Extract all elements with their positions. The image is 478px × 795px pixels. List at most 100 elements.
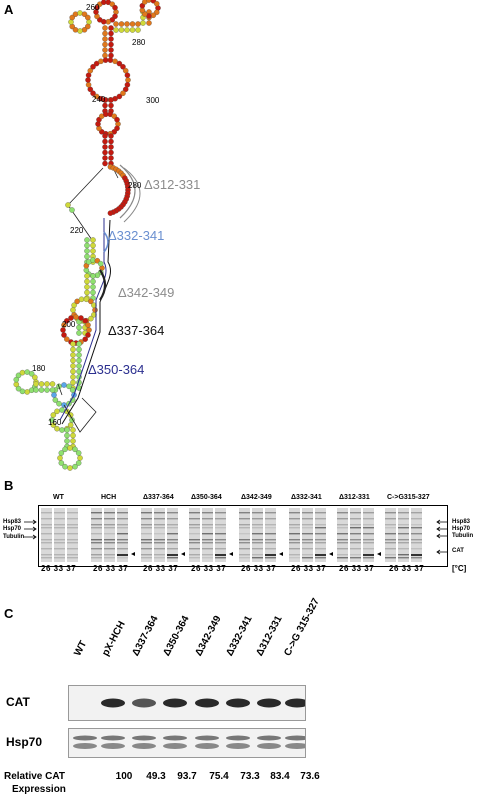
gel-band <box>265 557 276 559</box>
gel-band <box>337 557 348 559</box>
marker-right-hsp83: Hsp83 <box>452 519 471 525</box>
gel-band <box>41 542 52 544</box>
nucleotide <box>44 381 50 387</box>
gel-band <box>141 533 152 535</box>
nucleotide <box>78 296 85 303</box>
gel-temps-d312-331: 26 33 37 <box>339 564 375 573</box>
gel-band <box>117 524 128 526</box>
nucleotide <box>90 278 96 285</box>
nucleotide <box>98 58 104 65</box>
gel-band <box>350 539 361 541</box>
gel-band <box>252 524 263 526</box>
gel-band <box>385 539 396 541</box>
nucleotide <box>76 330 82 336</box>
bracket-d350-364 <box>59 218 107 421</box>
nucleotide <box>84 278 90 285</box>
nucleotide <box>112 4 118 11</box>
nucleotide <box>125 77 131 83</box>
relative-value-d342-349: 75.4 <box>209 771 229 782</box>
nucleotide <box>120 63 126 70</box>
nucleotide <box>82 318 88 324</box>
nucleotide <box>72 27 79 33</box>
nucleotide <box>51 392 57 398</box>
nucleotide <box>84 248 90 254</box>
gel-band <box>315 518 326 520</box>
nucleotide <box>91 312 97 318</box>
nucleotide <box>66 383 72 390</box>
nucleotide <box>70 357 76 364</box>
nucleotide <box>28 371 35 377</box>
nucleotide <box>70 368 76 375</box>
cat-band <box>117 554 128 556</box>
position-label-300: 300 <box>146 96 160 105</box>
relative-cat-label: Relative CAT <box>4 771 65 782</box>
gel-band <box>385 548 396 550</box>
nucleotide <box>70 432 76 439</box>
relative-expression-label: Expression <box>12 784 66 795</box>
nucleotide <box>118 27 125 33</box>
nucleotide <box>84 242 90 249</box>
nucleotide <box>19 388 26 395</box>
cat-band <box>167 554 178 556</box>
gel-band <box>350 518 361 520</box>
marker-right-tubulin: Tubulin <box>452 533 474 539</box>
gel-image <box>41 508 422 562</box>
position-label-180: 180 <box>32 364 46 373</box>
cat-band <box>226 698 250 708</box>
nucleotide <box>78 315 84 321</box>
marker-left-hsp83: Hsp83 <box>3 519 22 525</box>
gel-band <box>91 527 102 529</box>
gel-band <box>215 512 226 514</box>
gel-band <box>189 554 200 556</box>
gel-band <box>67 512 78 514</box>
gel-lane-header-wt: WT <box>53 494 64 501</box>
nucleotide <box>77 455 83 461</box>
gel-band <box>315 557 326 559</box>
nucleotide <box>102 36 108 42</box>
gel-band <box>54 533 65 535</box>
nucleotide <box>88 315 94 322</box>
gel-lane-header-hch: HCH <box>101 494 117 501</box>
gel-band <box>167 533 178 535</box>
gel-band <box>189 527 200 529</box>
gel-band <box>265 524 276 526</box>
nucleotide <box>24 389 30 395</box>
gel-band <box>215 518 226 520</box>
gel-band <box>350 512 361 514</box>
gel-band <box>41 524 52 526</box>
nucleotide <box>108 25 114 31</box>
position-label-200: 200 <box>62 320 76 329</box>
gel-band <box>167 557 178 559</box>
gel-band <box>398 542 409 544</box>
gel-band <box>54 518 65 520</box>
gel-band <box>54 539 65 541</box>
nucleotide <box>108 30 114 37</box>
gel-temps-d332-341: 26 33 37 <box>291 564 327 573</box>
gel-band <box>189 533 200 535</box>
hsp70-band-lower <box>132 743 156 749</box>
gel-band <box>398 548 409 550</box>
nucleotide <box>102 30 108 37</box>
nucleotide <box>49 381 56 387</box>
nucleotide <box>52 397 59 403</box>
gel-lane <box>189 508 200 562</box>
gel-band <box>252 539 263 541</box>
hsp70-blot <box>68 728 306 758</box>
gel-band <box>189 557 200 559</box>
gel-temps-d350-364: 26 33 37 <box>191 564 227 573</box>
gel-lane <box>141 508 152 562</box>
gel-band <box>315 548 326 550</box>
nucleotide <box>70 427 76 433</box>
gel-band <box>337 542 348 544</box>
gel-band <box>54 527 65 529</box>
hsp70-band-upper <box>285 735 305 741</box>
gel-band <box>315 527 326 529</box>
gel-band <box>265 548 276 550</box>
hsp70-band-upper <box>163 735 187 741</box>
gel-band <box>215 557 226 559</box>
gel-band <box>289 554 300 556</box>
nucleotide <box>102 133 108 139</box>
gel-band <box>337 518 348 520</box>
nucleotide <box>76 346 82 353</box>
gel-band <box>67 557 78 559</box>
